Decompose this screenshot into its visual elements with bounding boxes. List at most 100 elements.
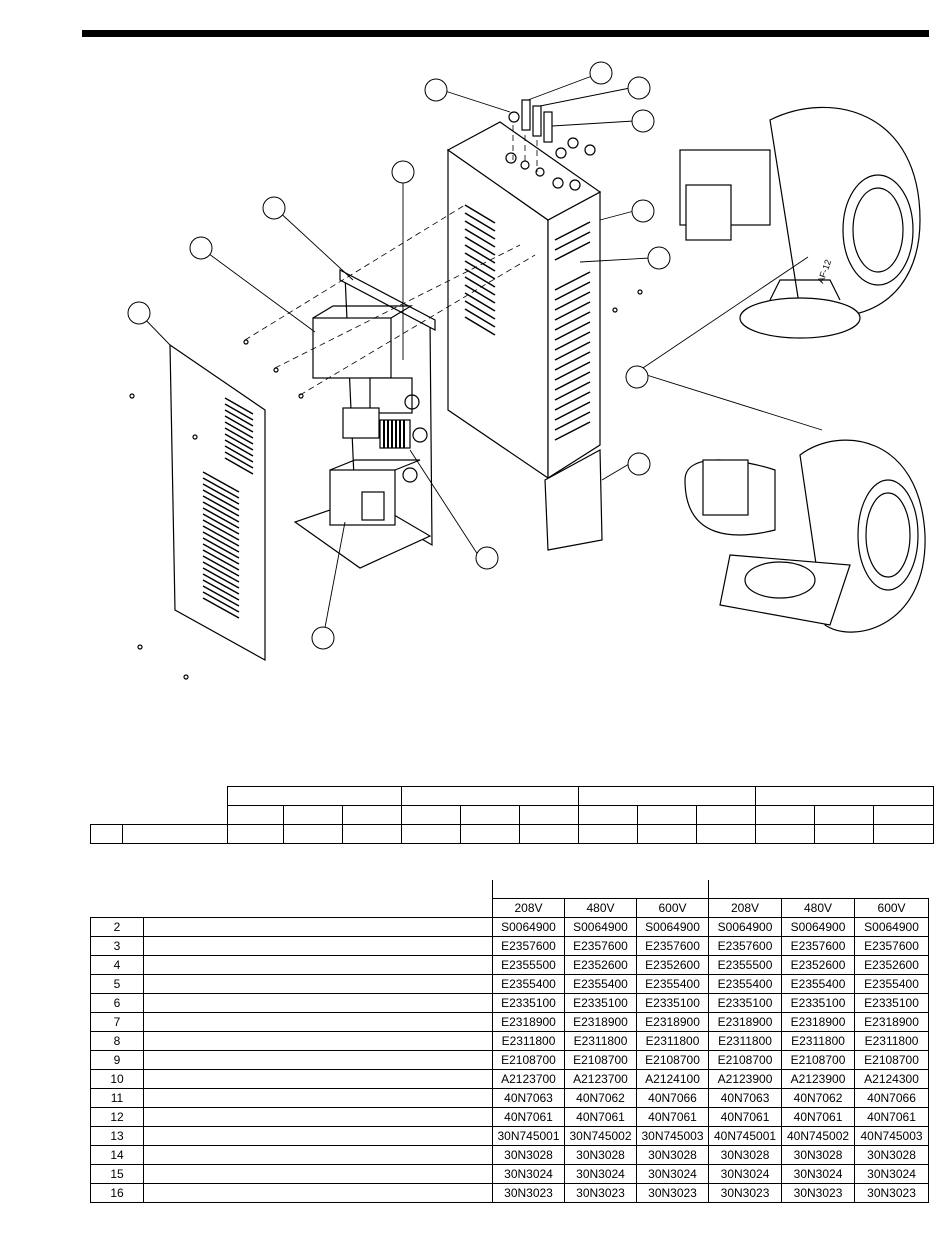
- enclosure-box: [446, 99, 603, 551]
- voltage-group-2: [708, 880, 929, 899]
- part-number: S0064900: [564, 917, 637, 937]
- part-number: E2355400: [564, 974, 637, 994]
- item-number: 5: [90, 974, 144, 994]
- item-description: [143, 1107, 493, 1127]
- item-description: [143, 1050, 493, 1070]
- part-number: 40N7062: [564, 1088, 637, 1108]
- item-number: 13: [90, 1126, 144, 1146]
- part-number: 30N3024: [564, 1164, 637, 1184]
- part-number: 40N7066: [854, 1088, 930, 1108]
- item-number: 10: [90, 1069, 144, 1089]
- part-number: 40N745003: [854, 1126, 930, 1146]
- voltage-header: 480V: [781, 898, 856, 918]
- item-description: [143, 1031, 493, 1051]
- part-number: E2311800: [635, 1031, 710, 1051]
- part-number: 30N3024: [708, 1164, 783, 1184]
- part-number: E2108700: [708, 1050, 783, 1070]
- part-number: E2311800: [492, 1031, 565, 1051]
- item-description: [143, 1069, 493, 1089]
- part-number: E2311800: [781, 1031, 856, 1051]
- part-number: E2352600: [635, 955, 710, 975]
- part-number: E2108700: [781, 1050, 856, 1070]
- item-number: 11: [90, 1088, 144, 1108]
- part-number: E2335100: [564, 993, 637, 1013]
- part-number: 30N3023: [564, 1183, 637, 1203]
- part-number: E2318900: [564, 1012, 637, 1032]
- voltage-group-1: [491, 880, 710, 899]
- part-number: A2123900: [781, 1069, 856, 1089]
- item-number: 7: [90, 1012, 144, 1032]
- item-description: [143, 993, 493, 1013]
- item-description: [143, 936, 493, 956]
- part-number: S0064900: [781, 917, 856, 937]
- part-number: S0064900: [854, 917, 930, 937]
- item-number: 4: [90, 955, 144, 975]
- item-description: [143, 1126, 493, 1146]
- part-number: 30N3023: [708, 1183, 783, 1203]
- item-description: [143, 1164, 493, 1184]
- part-number: E2108700: [564, 1050, 637, 1070]
- part-number: 40N7061: [854, 1107, 930, 1127]
- part-number: E2352600: [781, 955, 856, 975]
- voltage-header: 208V: [708, 898, 783, 918]
- item-number: 3: [90, 936, 144, 956]
- part-number: 40N7063: [708, 1088, 783, 1108]
- part-number: E2355400: [492, 974, 565, 994]
- part-number: E2355400: [854, 974, 930, 994]
- part-number: E2318900: [708, 1012, 783, 1032]
- part-number: 40N7066: [635, 1088, 710, 1108]
- top-rule: [82, 30, 929, 37]
- item-description: [143, 955, 493, 975]
- part-number: E2357600: [492, 936, 565, 956]
- item-number: 8: [90, 1031, 144, 1051]
- part-number: E2335100: [708, 993, 783, 1013]
- part-number: E2318900: [492, 1012, 565, 1032]
- part-number: 30N3024: [635, 1164, 710, 1184]
- item-number: 16: [90, 1183, 144, 1203]
- part-number: 30N3028: [492, 1145, 565, 1165]
- part-number: 30N3023: [781, 1183, 856, 1203]
- part-number: 30N3028: [854, 1145, 930, 1165]
- part-number: E2318900: [854, 1012, 930, 1032]
- part-number: A2124300: [854, 1069, 930, 1089]
- part-number: 30N3023: [492, 1183, 565, 1203]
- part-number: E2357600: [854, 936, 930, 956]
- part-number: E2335100: [781, 993, 856, 1013]
- part-number: E2357600: [781, 936, 856, 956]
- mounting-panel: [293, 269, 436, 569]
- part-number: E2355400: [708, 974, 783, 994]
- blower-lower: [684, 439, 926, 633]
- part-number: 30N3028: [708, 1145, 783, 1165]
- part-number: 40N7061: [564, 1107, 637, 1127]
- part-number: E2357600: [564, 936, 637, 956]
- part-number: 30N745001: [492, 1126, 565, 1146]
- part-number: 30N3028: [635, 1145, 710, 1165]
- part-number: 30N3028: [564, 1145, 637, 1165]
- part-number: 30N3024: [854, 1164, 930, 1184]
- part-number: A2123900: [708, 1069, 783, 1089]
- item-number: 15: [90, 1164, 144, 1184]
- part-number: E2311800: [708, 1031, 783, 1051]
- item-description: [143, 974, 493, 994]
- part-number: E2335100: [635, 993, 710, 1013]
- part-number: 40N7061: [708, 1107, 783, 1127]
- voltage-header: 208V: [492, 898, 565, 918]
- part-number: S0064900: [492, 917, 565, 937]
- item-number: 9: [90, 1050, 144, 1070]
- part-number: S0064900: [708, 917, 783, 937]
- part-number: 40N7061: [492, 1107, 565, 1127]
- part-number: 30N3023: [854, 1183, 930, 1203]
- part-number: E2335100: [492, 993, 565, 1013]
- part-number: 40N7063: [492, 1088, 565, 1108]
